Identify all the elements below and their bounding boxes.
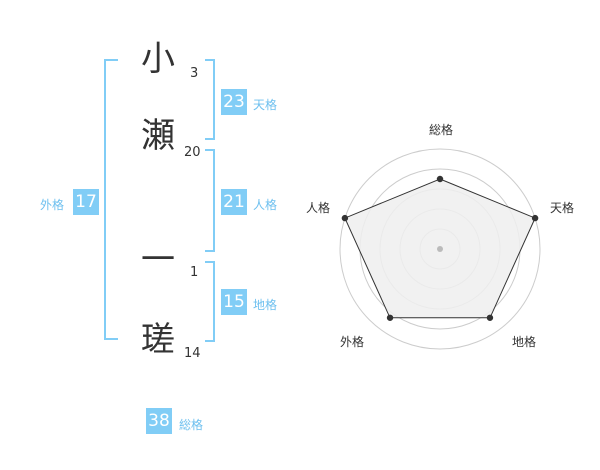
gaikaku-bracket bbox=[104, 59, 118, 340]
gaikaku-value: 17 bbox=[73, 189, 99, 215]
name-char-4: 瑳 bbox=[141, 320, 175, 360]
chikaku-bracket bbox=[205, 261, 215, 342]
radar-grid-ring bbox=[339, 148, 541, 350]
jinkaku-label: 人格 bbox=[253, 198, 278, 212]
stroke-count-3: 1 bbox=[190, 265, 199, 280]
gaikaku-label: 外格 bbox=[40, 198, 65, 212]
axis-label-gaikaku: 外格 bbox=[340, 334, 364, 349]
soukaku-label: 総格 bbox=[179, 418, 204, 432]
jinkaku-value: 21 bbox=[221, 189, 247, 215]
tenkaku-value: 23 bbox=[221, 89, 247, 115]
radar-point bbox=[341, 214, 349, 222]
chikaku-value: 15 bbox=[221, 289, 247, 315]
tenkaku-label: 天格 bbox=[253, 98, 278, 112]
radar-point bbox=[386, 314, 394, 321]
name-char-1: 小 bbox=[141, 39, 175, 79]
radar-point bbox=[486, 314, 494, 321]
radar-points bbox=[341, 175, 539, 321]
name-char-2: 瀬 bbox=[141, 116, 175, 156]
name-char-3: 一 bbox=[141, 240, 175, 280]
radar-center-dot bbox=[437, 246, 443, 252]
soukaku-value: 38 bbox=[146, 408, 172, 434]
tenkaku-bracket bbox=[205, 59, 215, 140]
axis-label-jinkaku: 人格 bbox=[306, 200, 330, 215]
axis-label-tenkaku: 天格 bbox=[550, 200, 574, 215]
radar-point bbox=[531, 214, 539, 222]
stroke-count-2: 20 bbox=[184, 145, 201, 160]
axis-label-chikaku: 地格 bbox=[512, 334, 536, 349]
axis-label-soukaku: 総格 bbox=[429, 122, 453, 137]
jinkaku-bracket bbox=[205, 149, 215, 252]
stroke-count-4: 14 bbox=[184, 346, 201, 361]
chikaku-label: 地格 bbox=[253, 298, 278, 312]
radar-point bbox=[436, 175, 444, 183]
stroke-count-1: 3 bbox=[190, 66, 199, 81]
